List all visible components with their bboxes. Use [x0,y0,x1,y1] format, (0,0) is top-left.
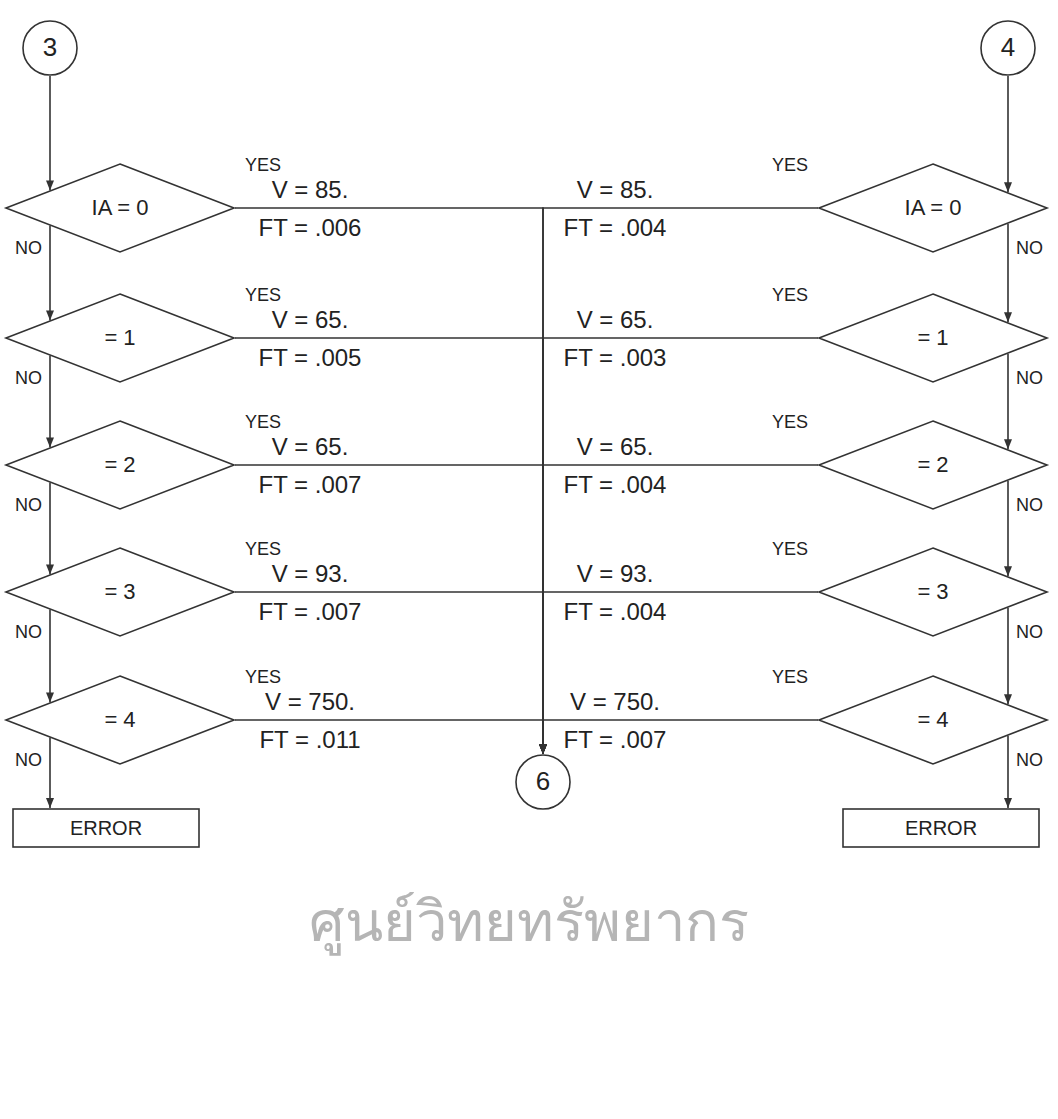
value-label: V = 65. [575,306,656,334]
value-label: V = 65. [270,306,351,334]
node-text: = 1 [917,325,948,350]
diamond-border [819,294,1047,382]
value-label: V = 85. [575,176,656,204]
yes-branch-line [543,465,818,754]
node-text: IA = 0 [905,195,962,220]
branch-label: NO [13,622,44,643]
node-text: IA = 0 [92,195,149,220]
node-text: 6 [536,767,550,797]
node-text: ERROR [905,817,977,840]
branch-label: NO [13,495,44,516]
value-label: V = 65. [270,433,351,461]
value-label: V = 93. [270,560,351,588]
circle-border [23,21,77,75]
branch-label: NO [1014,622,1045,643]
branch-label: YES [245,667,281,688]
branch-label: NO [13,368,44,389]
value-label: FT = .011 [259,726,360,754]
diamond-border [819,164,1047,252]
yes-branch-line [543,208,818,754]
flow-arrow [1007,224,1009,323]
branch-label: NO [1014,238,1045,259]
error-box: ERROR [12,808,200,848]
flow-arrow [49,76,51,190]
watermark-text: ศูนย์วิทยทรัพยากร [309,890,749,954]
branch-label: YES [772,285,808,306]
branch-label: YES [245,285,281,306]
node-text: = 3 [104,579,135,604]
flow-arrow [1007,608,1009,705]
flow-arrow [1007,736,1009,808]
branch-label: YES [245,155,281,176]
branch-label: YES [772,539,808,560]
flow-arrow [49,356,51,448]
branch-label: YES [245,412,281,433]
rect-border [843,809,1039,847]
value-label: V = 85. [270,176,351,204]
yes-branch-line [543,720,818,754]
circle-border [981,21,1035,75]
node-text: 3 [43,33,57,63]
diamond-border [819,548,1047,636]
branch-label: NO [13,238,44,259]
value-label: FT = .004 [564,214,667,242]
branch-label: YES [772,155,808,176]
value-label: V = 750. [568,688,662,716]
flow-arrow [49,483,51,575]
yes-branch-line [235,720,543,754]
branch-label: YES [772,667,808,688]
value-label: FT = .007 [564,726,667,754]
connector-circle: 6 [515,754,571,810]
branch-label: NO [1014,495,1045,516]
value-label: FT = .003 [564,344,667,372]
flow-arrow [1007,354,1009,450]
node-text: = 1 [104,325,135,350]
value-label: FT = .007 [259,598,362,626]
value-label: V = 750. [263,688,357,716]
flow-arrow [49,226,51,321]
yes-branch-line [235,465,543,754]
yes-branch-line [235,208,543,754]
flow-arrow [49,738,51,808]
flow-arrow [49,610,51,703]
branch-label: NO [1014,368,1045,389]
yes-branch-line [235,338,543,754]
diamond-border [819,676,1047,764]
flow-arrow [1007,76,1009,192]
branch-label: NO [13,750,44,771]
connector-circle: 3 [22,20,78,76]
node-text: = 4 [104,707,135,732]
node-text: 4 [1001,33,1015,63]
value-label: V = 65. [575,433,656,461]
diamond-border [819,421,1047,509]
node-text: ERROR [70,817,142,840]
value-label: FT = .007 [259,471,362,499]
branch-label: YES [772,412,808,433]
node-text: = 2 [917,452,948,477]
node-text: = 2 [104,452,135,477]
node-text: = 3 [917,579,948,604]
connector-circle: 4 [980,20,1036,76]
value-label: FT = .006 [259,214,362,242]
value-label: FT = .004 [564,598,667,626]
node-text: = 4 [917,707,948,732]
yes-branch-line [543,592,818,754]
value-label: FT = .005 [259,344,362,372]
yes-branch-line [235,592,543,754]
rect-border [13,809,199,847]
value-label: V = 93. [575,560,656,588]
yes-branch-line [543,338,818,754]
branch-label: YES [245,539,281,560]
error-box: ERROR [842,808,1040,848]
circle-border [516,755,570,809]
value-label: FT = .004 [564,471,667,499]
branch-label: NO [1014,750,1045,771]
flow-arrow [1007,481,1009,577]
